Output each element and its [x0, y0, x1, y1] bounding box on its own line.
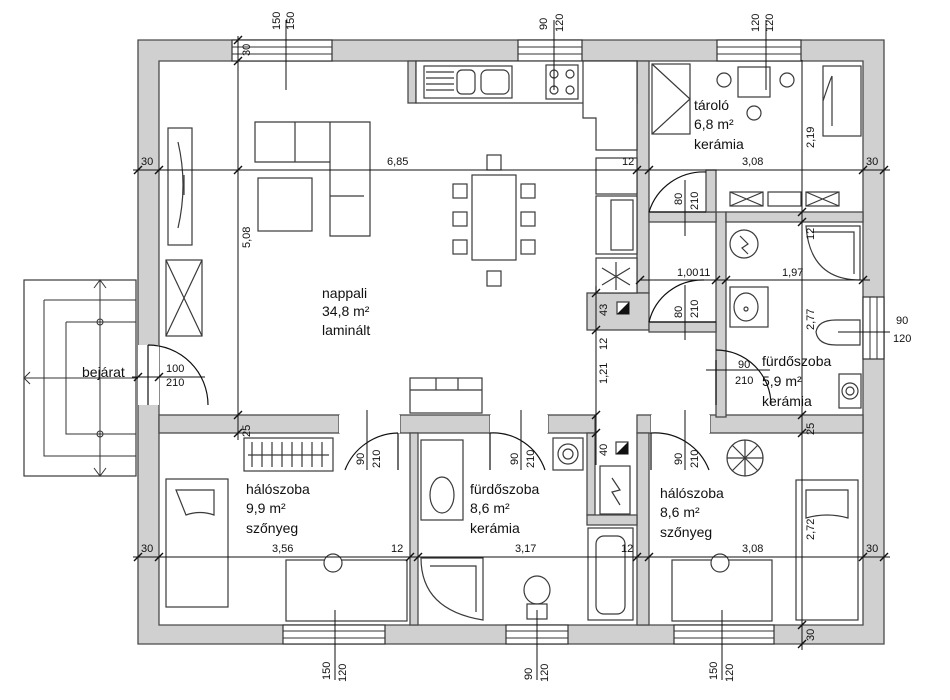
dim-door-90-m: 90	[509, 453, 521, 465]
dim-win-120-bm: 120	[539, 664, 551, 682]
dim-door-210-a: 210	[689, 192, 701, 210]
dim-door-210-r: 210	[689, 450, 701, 468]
windows	[231, 39, 885, 645]
dim-win-120-bl: 120	[337, 664, 349, 682]
room-name-furdo-mid: fürdőszoba	[470, 481, 539, 497]
dim-12-top: 12	[622, 156, 634, 168]
dim-30-bottom-right: 30	[866, 543, 878, 555]
room-name-nappali: nappali	[322, 285, 367, 301]
dim-door-210-b: 210	[735, 375, 753, 387]
dim-3-08-bottom: 3,08	[742, 543, 763, 555]
dim-40: 40	[598, 444, 610, 456]
dim-3-56: 3,56	[272, 543, 293, 555]
dim-25-right: 25	[805, 423, 817, 435]
dim-door-210-l: 210	[371, 450, 383, 468]
dim-3-08-top: 3,08	[742, 156, 763, 168]
dim-win-90-top: 90	[538, 18, 550, 30]
right-bedroom-furniture	[671, 439, 859, 622]
dim-win-120-tr-b: 120	[764, 14, 776, 32]
room-floor-halo-right: szőnyeg	[660, 524, 712, 540]
dim-door-210-m: 210	[525, 450, 537, 468]
dim-win-150-b: 150	[285, 12, 297, 30]
dim-2-72: 2,72	[805, 519, 817, 540]
dimension-labels: 30 6,85 12 3,08 30 30 3,56 12 3,17 12 3,…	[141, 12, 911, 682]
small-bath-fixtures	[729, 225, 862, 409]
room-floor-tarolo: kerámia	[694, 136, 744, 152]
dim-5-08: 5,08	[241, 227, 253, 248]
entrance-terrace	[23, 279, 137, 477]
room-floor-halo-left: szőnyeg	[246, 520, 298, 536]
dim-win-150-a: 150	[271, 12, 283, 30]
dim-1-21: 1,21	[598, 363, 610, 384]
dim-25-left: 25	[241, 425, 253, 437]
dim-11: 11	[699, 267, 710, 279]
dim-12-bottom-a: 12	[391, 543, 403, 555]
dim-12-mid: 12	[598, 338, 610, 350]
dim-win-120-top: 120	[554, 14, 566, 32]
dim-12-bottom-b: 12	[621, 543, 633, 555]
room-name-halo-right: hálószoba	[660, 485, 724, 501]
room-area-furdo-mid: 8,6 m²	[470, 500, 510, 516]
dim-win-90-bm: 90	[523, 668, 535, 680]
dim-win-120-br: 120	[724, 664, 736, 682]
walls	[137, 39, 885, 645]
dim-30-right-bottom: 30	[805, 629, 817, 641]
dim-win-150-bl: 150	[321, 662, 333, 680]
dim-30-top-left: 30	[141, 156, 153, 168]
room-area-halo-left: 9,9 m²	[246, 500, 286, 516]
dim-30-vert: 30	[241, 44, 253, 56]
room-name-tarolo: tároló	[694, 97, 729, 113]
room-floor-furdo-mid: kerámia	[470, 520, 520, 536]
dim-1-00: 1,00	[677, 267, 698, 279]
left-bedroom-furniture	[165, 437, 408, 622]
dim-win-120-tr-a: 120	[750, 14, 762, 32]
room-floor-nappali: laminált	[322, 322, 370, 338]
dim-2-19: 2,19	[805, 127, 817, 148]
room-floor-furdo-small: kerámia	[762, 393, 812, 409]
dim-door-80-a: 80	[673, 193, 685, 205]
room-area-tarolo: 6,8 m²	[694, 116, 734, 132]
dim-door-90-r: 90	[673, 453, 685, 465]
dim-door-90-l: 90	[355, 453, 367, 465]
dim-1-97: 1,97	[782, 267, 803, 279]
room-area-halo-right: 8,6 m²	[660, 504, 700, 520]
dimension-lines	[132, 20, 890, 680]
dim-door-100: 100	[166, 363, 184, 375]
dim-3-17: 3,17	[515, 543, 536, 555]
dim-door-80-b: 80	[673, 306, 685, 318]
room-area-furdo-small: 5,9 m²	[762, 373, 802, 389]
room-labels: nappali 34,8 m² laminált tároló 6,8 m² k…	[82, 97, 831, 540]
dim-6-85: 6,85	[387, 156, 408, 168]
dim-43: 43	[598, 304, 610, 316]
dim-30-top-right: 30	[866, 156, 878, 168]
entrance-label: bejárat	[82, 364, 125, 380]
mid-bath-fixtures	[420, 437, 634, 621]
dim-win-150-br: 150	[708, 662, 720, 680]
dim-30-bottom-left: 30	[141, 543, 153, 555]
dim-2-77: 2,77	[805, 309, 817, 330]
dim-door-210: 210	[166, 377, 184, 389]
dim-win-120: 120	[893, 333, 911, 345]
dim-win-90: 90	[896, 315, 908, 327]
dim-12-right: 12	[805, 228, 817, 240]
room-area-nappali: 34,8 m²	[322, 303, 370, 319]
room-name-halo-left: hálószoba	[246, 481, 310, 497]
living-furniture	[165, 60, 638, 455]
room-name-furdo-small: fürdőszoba	[762, 353, 831, 369]
dim-door-210-b2: 210	[689, 300, 701, 318]
dim-door-90: 90	[738, 359, 750, 371]
storage-furniture	[651, 63, 862, 207]
doors	[138, 171, 772, 471]
